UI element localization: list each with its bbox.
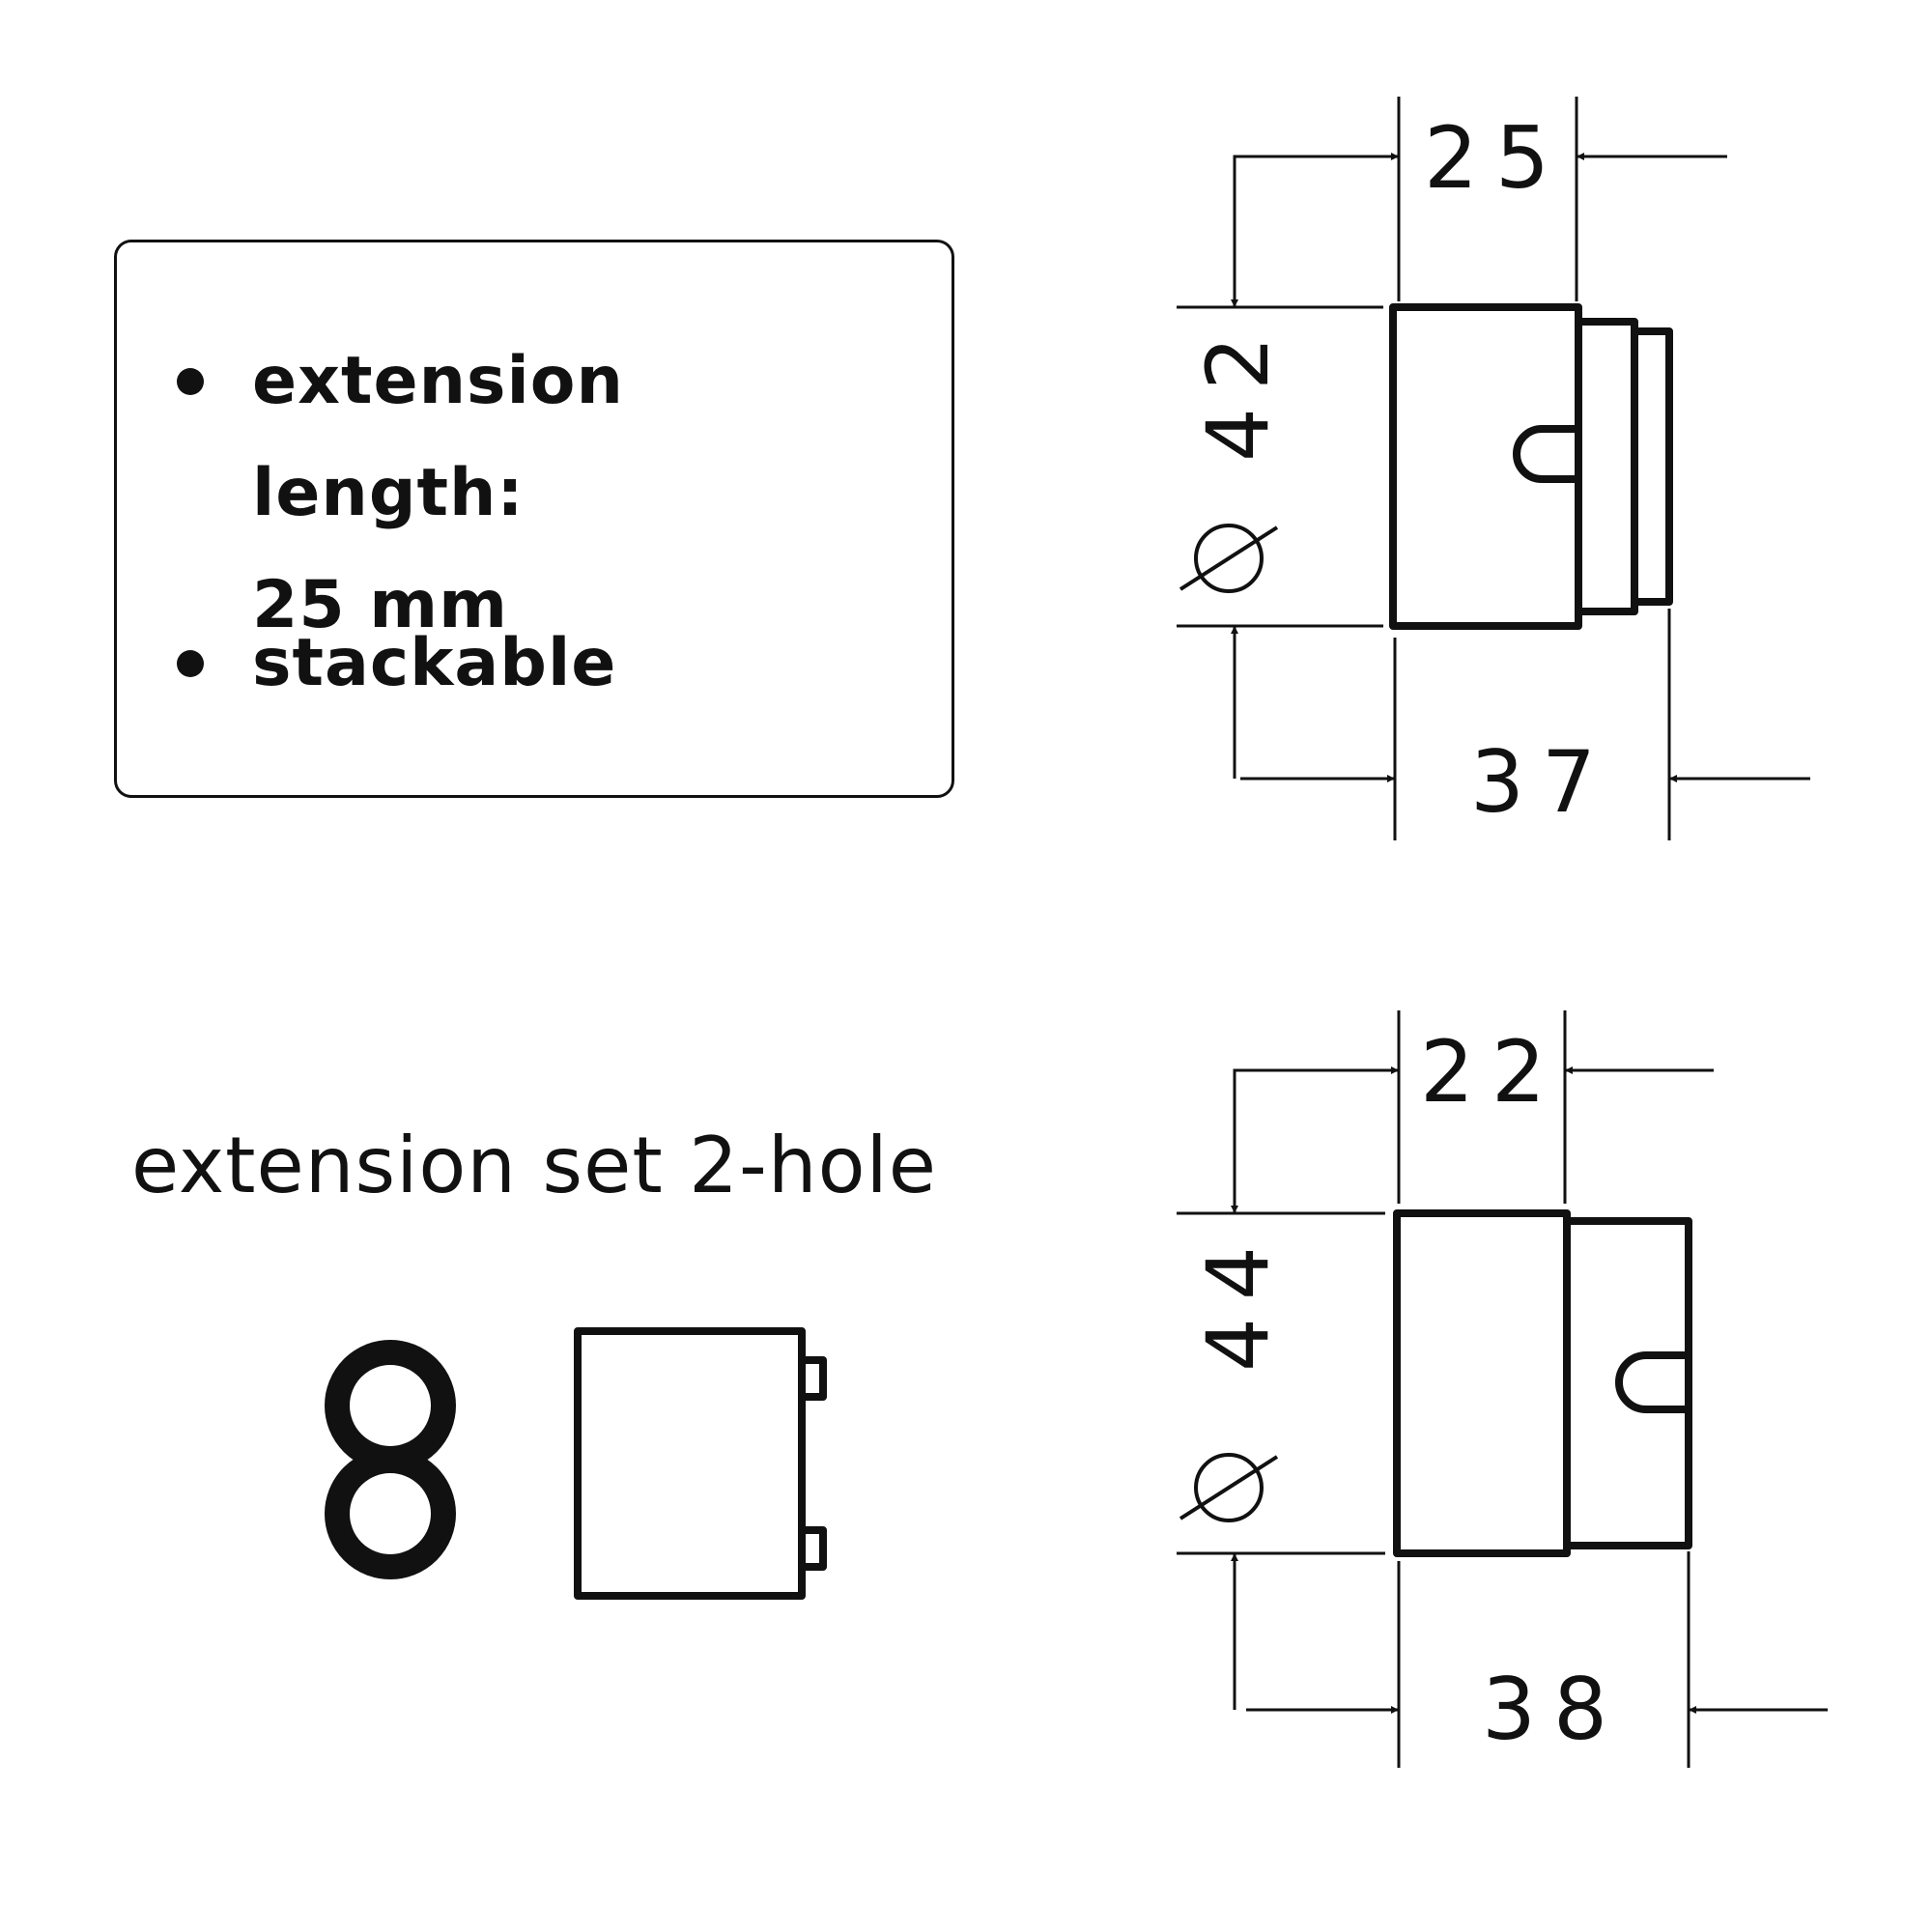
dim-width-front-text: 25 — [1424, 108, 1567, 208]
dim-total-length-text: 37 — [1470, 732, 1613, 832]
dim-arrow-diam-top — [1231, 155, 1246, 307]
top-part-outline — [1389, 303, 1673, 630]
bullet-text-line2: 25 mm — [252, 567, 509, 643]
bullet-stackable: stackable — [175, 608, 909, 720]
dim-width-front-text: 22 — [1420, 1022, 1563, 1122]
bullet-dot — [177, 368, 204, 395]
top-drawing: 25 37 42 — [1177, 97, 1810, 840]
diameter-symbol-icon — [1179, 524, 1279, 593]
part-front-view-icon — [574, 1327, 827, 1600]
dim-diameter-text: 42 — [1188, 319, 1288, 462]
info-box: extension length: 25 mm stackable — [114, 240, 954, 798]
bottom-part-outline — [1393, 1209, 1692, 1557]
stacked-rings-icon — [325, 1340, 456, 1579]
dim-diameter-text: 44 — [1188, 1229, 1288, 1372]
bottom-drawing: 22 38 44 — [1177, 1010, 1828, 1768]
bullet-text-line1: extension length: — [252, 343, 624, 531]
dim-total-length-text: 38 — [1482, 1660, 1625, 1759]
diameter-symbol-icon — [1179, 1453, 1279, 1522]
product-title: extension set 2-hole — [131, 1121, 937, 1210]
bullet-dot — [177, 650, 204, 677]
bullet-text: stackable — [252, 625, 617, 701]
dim-arrow-diam-top — [1231, 1068, 1246, 1213]
bullet-extension-length: extension length: 25 mm — [175, 326, 909, 662]
